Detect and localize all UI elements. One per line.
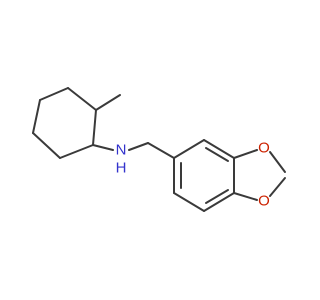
bond-methyl: [95, 94, 121, 111]
oxygen-bottom-label: O: [258, 193, 270, 210]
dioxole-ring: [233, 149, 286, 201]
bond-c6-c1: [92, 109, 97, 146]
bond-c5-c6: [67, 87, 97, 111]
bond-b3-o-top: [233, 149, 258, 159]
nitrogen-hydrogen-label: H: [116, 160, 127, 177]
bond-b2-b3: [203, 139, 235, 159]
bond-b5-b6: [173, 192, 205, 212]
bond-c1-n: [92, 144, 114, 151]
double-bond-b4-b5: [205, 189, 229, 204]
atom-nitrogen: N H: [116, 142, 127, 177]
bond-b1-b2: [173, 139, 205, 159]
bond-o-top-ch2: [269, 151, 286, 173]
bond-c3-c4: [32, 99, 41, 134]
bond-c1-c2: [59, 144, 94, 159]
bond-ch2-aryl: [147, 142, 175, 159]
bond-c4-c5: [39, 87, 69, 101]
bond-ch2-o-bottom: [269, 177, 286, 197]
bond-c2-c3: [32, 132, 61, 159]
nitrogen-label: N: [116, 142, 127, 159]
structure-canvas: N H O O: [32, 87, 286, 212]
oxygen-top-label: O: [258, 140, 270, 157]
bond-o-bottom-b4: [233, 192, 258, 201]
bond-n-ch2: [128, 142, 149, 151]
cyclohexane-ring: [32, 87, 97, 159]
benzene-ring: [173, 139, 235, 212]
molecule-diagram: N H O O: [32, 87, 286, 212]
bond-b4-b5: [203, 192, 235, 212]
double-bond-b2-b3: [205, 147, 229, 162]
